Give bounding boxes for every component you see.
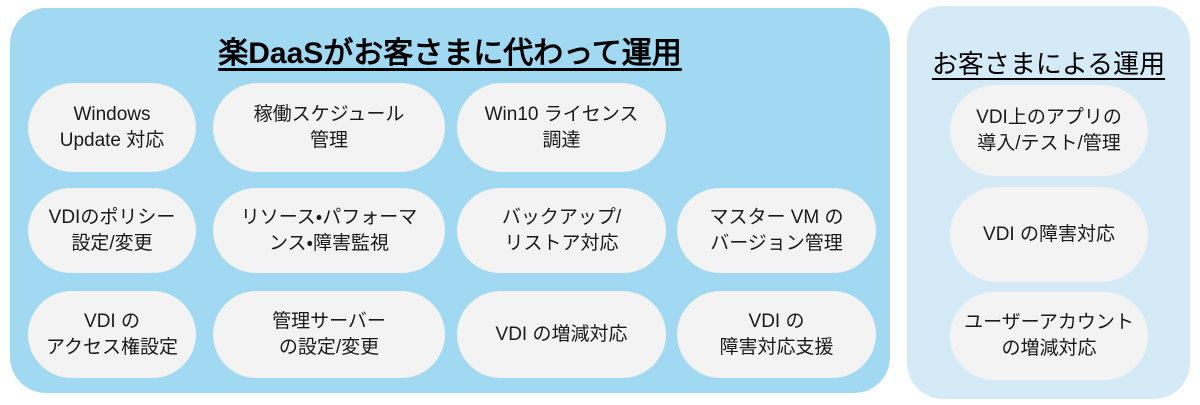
task-pill-label: マスター VM の バージョン管理: [709, 206, 844, 254]
task-pill-resource-monitoring: リソース・パフォーマ ンス・障害監視: [213, 188, 445, 273]
task-pill-vdi-failure-handling: VDI の障害対応: [950, 187, 1148, 282]
task-pill-mgmt-server-config: 管理サーバー の設定/変更: [213, 291, 445, 378]
vendor-panel-title: 楽DaaSがお客さまに代わって運用: [218, 37, 682, 70]
task-pill-vdi-access-rights: VDI の アクセス権設定: [28, 291, 196, 378]
task-pill-schedule-management: 稼働スケジュール 管理: [213, 83, 445, 172]
task-pill-vdi-failure-support: VDI の 障害対応支援: [677, 291, 876, 378]
task-pill-win10-license: Win10 ライセンス 調達: [457, 83, 666, 172]
vendor-operations-panel: 楽DaaSがお客さまに代わって運用 Windows Update 対応 稼働スケ…: [10, 8, 890, 393]
task-pill-vdi-scaling: VDI の増減対応: [457, 291, 666, 378]
task-pill-master-vm-version: マスター VM の バージョン管理: [677, 188, 876, 273]
task-pill-label: バックアップ/ リストア対応: [501, 206, 622, 254]
task-pill-label: VDI上のアプリの 導入/テスト/管理: [976, 106, 1122, 154]
customer-panel-title: お客さまによる運用: [931, 49, 1166, 79]
task-pill-label: VDI の増減対応: [495, 323, 628, 345]
task-pill-label: 管理サーバー の設定/変更: [272, 310, 386, 358]
task-pill-label: VDI の 障害対応支援: [719, 310, 834, 358]
task-pill-label: Windows Update 対応: [59, 103, 165, 151]
task-pill-vdi-policy: VDIのポリシー 設定/変更: [28, 188, 196, 273]
task-pill-label: ユーザーアカウント の増減対応: [964, 312, 1134, 359]
task-pill-label: VDI の アクセス権設定: [45, 310, 179, 358]
task-pill-label: リソース・パフォーマ ンス・障害監視: [240, 206, 418, 254]
task-pill-label: Win10 ライセンス 調達: [484, 103, 639, 151]
task-pill-backup-restore: バックアップ/ リストア対応: [457, 188, 666, 273]
task-pill-app-management: VDI上のアプリの 導入/テスト/管理: [950, 85, 1148, 176]
task-pill-windows-update: Windows Update 対応: [28, 83, 196, 172]
task-pill-user-account-scaling: ユーザーアカウント の増減対応: [950, 292, 1148, 380]
task-pill-label: 稼働スケジュール 管理: [253, 103, 405, 151]
customer-operations-panel: お客さまによる運用 VDI上のアプリの 導入/テスト/管理 VDI の障害対応 …: [907, 6, 1190, 399]
task-pill-label: VDI の障害対応: [983, 223, 1115, 245]
task-pill-label: VDIのポリシー 設定/変更: [48, 206, 176, 254]
